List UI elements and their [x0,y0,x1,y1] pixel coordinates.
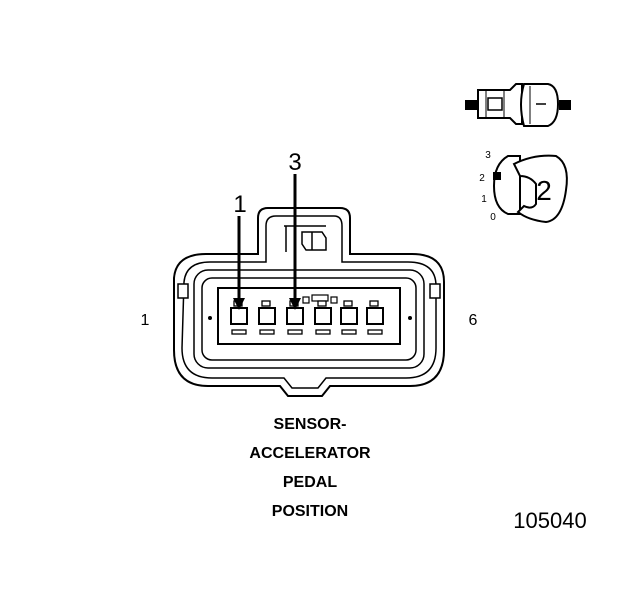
wire-stub-right [559,100,571,110]
dot-left [208,316,212,320]
cavity-end-label-left: 1 [141,312,150,329]
position-label-3: 3 [485,150,491,161]
terminal-4 [314,300,332,335]
caption-line-2: ACCELERATOR [249,445,371,462]
terminal-row [230,300,384,335]
component-caption: SENSOR- ACCELERATOR PEDAL POSITION [249,416,371,520]
terminal-6 [366,300,384,335]
right-housing [520,83,560,127]
housing-outer [173,207,445,397]
lock-position-inset: 3 2 1 0 2 [479,150,568,224]
arrow-1 [233,298,245,310]
caption-line-4: POSITION [272,503,348,520]
arrow-3 [289,298,301,310]
side-notch-left [177,283,189,299]
terminal-5 [340,300,358,335]
pointer-leaders [233,174,301,310]
key-square-2 [311,294,329,302]
position-label-2: 2 [479,173,485,184]
position-label-0: 0 [490,212,496,223]
lock-clip [512,154,568,224]
caption-line-1: SENSOR- [274,416,347,433]
dot-right [408,316,412,320]
key-square-1 [302,296,310,304]
wire-stub-left [465,100,477,110]
mating-view-illustration [465,83,571,127]
caption-line-3: PEDAL [283,474,337,491]
connector-housing [173,207,445,397]
position-label-1: 1 [481,194,487,205]
cavity-frame-inner [201,277,417,361]
cavity-end-label-right: 6 [469,312,478,329]
cavity-frame [193,269,425,369]
housing-inner-rim [181,215,437,389]
position-indicator-marker [493,172,501,180]
side-notch-right [429,283,441,299]
key-square-3 [330,296,338,304]
pointer-label-3: 3 [288,149,301,176]
terminal-2 [258,300,276,335]
figure-number: 105040 [513,508,586,533]
lock-back-body [492,155,521,215]
latch-detail [284,225,327,252]
lock-clip-label: 2 [536,175,552,206]
pointer-label-1: 1 [233,191,246,218]
terminal-plate [217,287,401,345]
